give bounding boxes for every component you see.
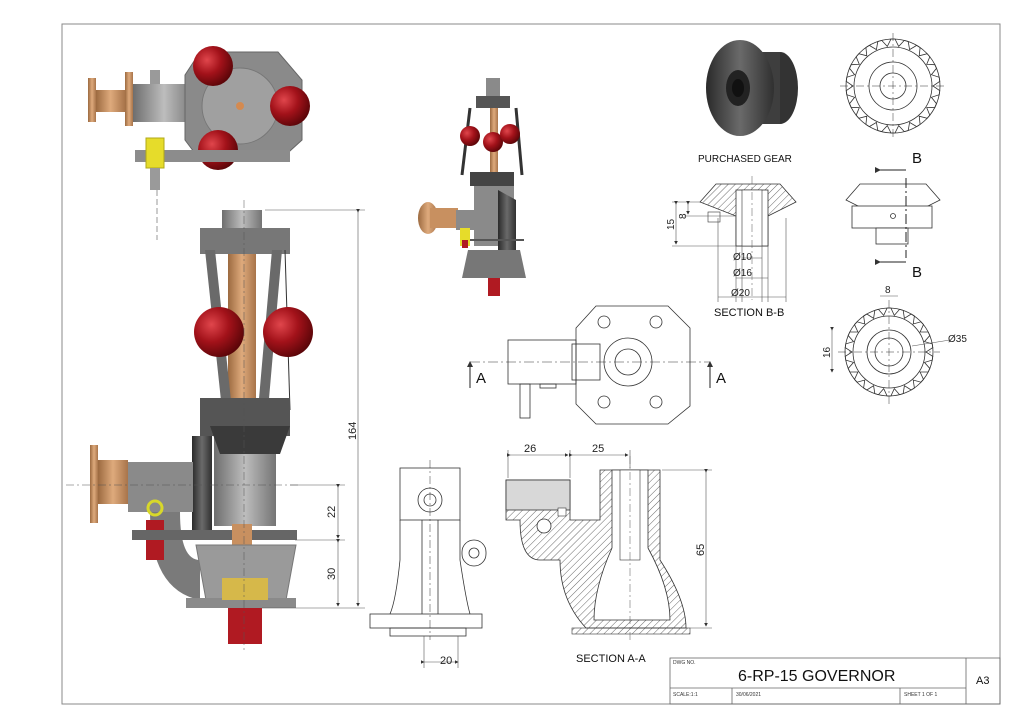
- dim-65: 65: [695, 544, 707, 556]
- marker-b-bottom: B: [912, 264, 922, 281]
- caption-section-aa: SECTION A-A: [576, 653, 646, 665]
- front-view-dimensions: [262, 209, 365, 609]
- gear-face-dimensioned-teeth: [844, 307, 934, 397]
- housing-top-view: [470, 305, 710, 425]
- dim-15: 15: [666, 218, 677, 230]
- title-block-sheet: SHEET 1 OF 1: [904, 692, 937, 698]
- cutting-plane-b: [875, 167, 907, 265]
- isometric-render: [418, 78, 526, 296]
- dim-dia20: Ø20: [731, 288, 750, 299]
- ball-top-1: [193, 46, 233, 86]
- ball-front-left: [194, 307, 244, 357]
- ball-iso-3: [500, 124, 520, 144]
- sheet-border: [61, 23, 1001, 705]
- dim-25: 25: [592, 443, 604, 455]
- cutting-plane-a: [467, 361, 713, 388]
- caption-section-bb: SECTION B-B: [714, 307, 784, 319]
- dim-16-gear: 16: [822, 346, 833, 358]
- marker-a-left: A: [476, 370, 486, 387]
- title-block-date: 30/06/2021: [736, 692, 761, 698]
- dim-26: 26: [524, 443, 536, 455]
- ball-iso-2: [483, 132, 503, 152]
- ball-top-2: [270, 86, 310, 126]
- ball-front-right: [263, 307, 313, 357]
- title-block-size: A3: [976, 675, 989, 687]
- gear-face-view-teeth-outline: [845, 38, 941, 134]
- dim-30: 30: [326, 568, 338, 580]
- section-bb-view: [699, 176, 797, 300]
- gear-side-view: [845, 183, 941, 245]
- dim-164: 164: [347, 422, 359, 440]
- front-view-render: [66, 200, 313, 650]
- marker-b-top: B: [912, 150, 922, 167]
- dim-22: 22: [326, 506, 338, 518]
- housing-side-view: [369, 460, 487, 668]
- purchased-gear-render: [706, 40, 798, 136]
- title-block-title: 6-RP-15 GOVERNOR: [738, 668, 895, 685]
- dim-8-gear: 8: [885, 285, 891, 296]
- gear-face-view: [840, 33, 946, 139]
- gear-face-dimensioned-teeth-outline: [844, 307, 934, 397]
- dim-20: 20: [440, 655, 452, 667]
- ball-iso-1: [460, 126, 480, 146]
- dim-8-bb: 8: [678, 213, 689, 219]
- top-view-render: [88, 46, 310, 240]
- dim-dia35: Ø35: [948, 334, 967, 345]
- title-block-scale: SCALE:1:1: [673, 692, 698, 698]
- title-block-dwg-no-label: DWG NO.: [673, 660, 696, 666]
- gear-face-view-teeth: [845, 38, 941, 134]
- dim-dia16: Ø16: [733, 268, 752, 279]
- dim-dia10: Ø10: [733, 252, 752, 263]
- caption-purchased-gear: PURCHASED GEAR: [698, 154, 792, 165]
- title-block: [669, 657, 1001, 705]
- section-bb-dimensions: [672, 201, 787, 302]
- section-aa-dimensions: [507, 450, 712, 629]
- gear-face-dimensioned: [830, 295, 951, 404]
- section-aa-view: [505, 456, 691, 640]
- marker-a-right: A: [716, 370, 726, 387]
